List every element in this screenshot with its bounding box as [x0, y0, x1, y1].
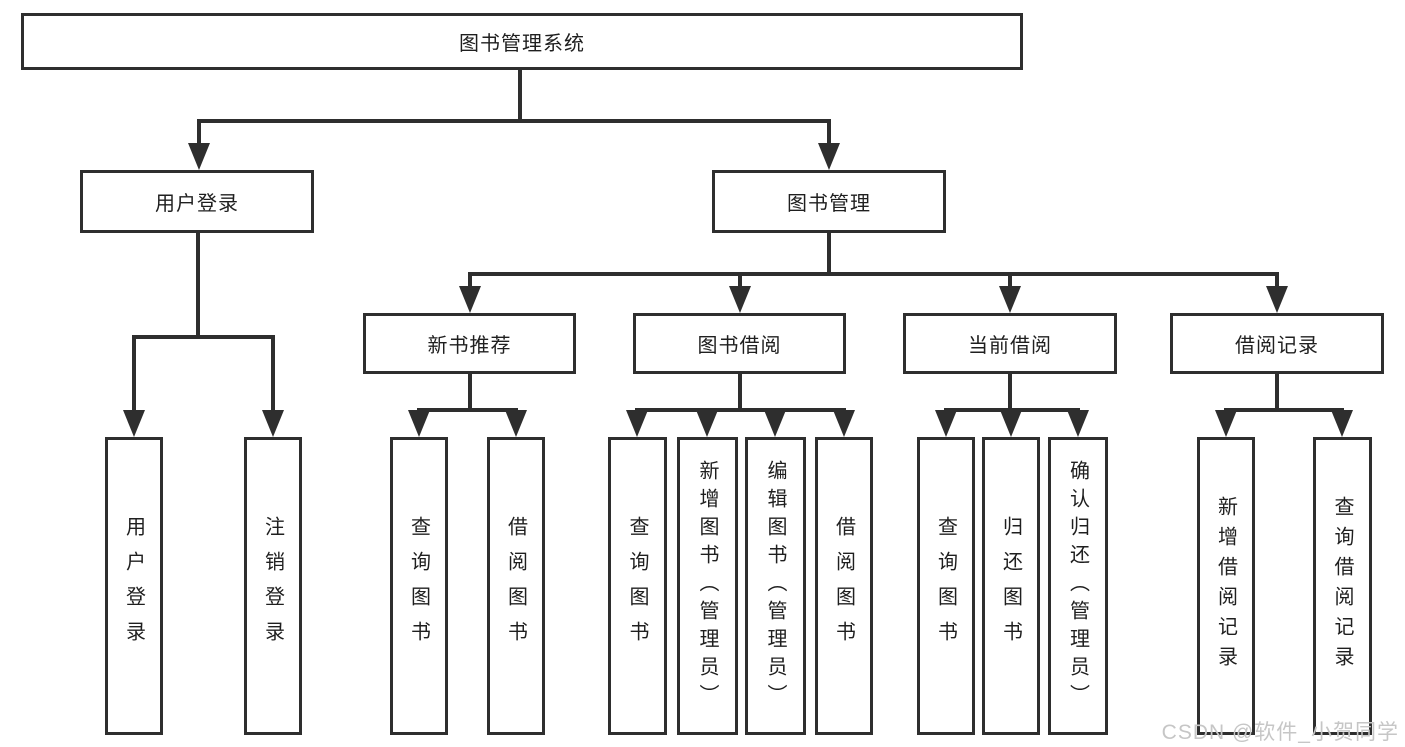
leaf-node-label: 新增借阅记录 [1214, 496, 1237, 676]
arrow-down-icon [262, 410, 284, 437]
level2-node-book-management: 图书管理 [712, 170, 946, 233]
leaf-node-query-borrow-record: 查询借阅记录 [1313, 437, 1372, 735]
leaf-node-confirm-return-admin: 确认归还（管理员） [1048, 437, 1108, 735]
connector-current-borrow-down [1008, 372, 1012, 412]
arrow-down-icon [1000, 410, 1022, 437]
arrow-down-icon [935, 410, 957, 437]
level3-node-label: 当前借阅 [968, 335, 1052, 357]
leaf-node-label: 查询图书 [626, 516, 648, 656]
connector-drop-login-leaf [132, 335, 136, 415]
leaf-node-query-books: 查询图书 [608, 437, 667, 735]
connector-level2-bus [197, 119, 831, 123]
leaf-node-label: 用户登录 [122, 516, 145, 656]
connector-drop-book-management [827, 119, 831, 151]
arrow-down-icon [818, 143, 840, 170]
leaf-node-user-login: 用户登录 [105, 437, 163, 735]
arrow-down-icon [459, 286, 481, 313]
leaf-node-query-books: 查询图书 [917, 437, 975, 735]
connector-drop-borrow-records [1275, 272, 1279, 290]
connector-user-login-down [196, 231, 200, 337]
arrow-down-icon [1215, 410, 1237, 437]
level3-node-new-book-recommend: 新书推荐 [363, 313, 576, 374]
leaf-node-label: 借阅图书 [832, 516, 855, 656]
leaf-node-label: 归还图书 [999, 516, 1022, 656]
level2-node-user-login: 用户登录 [80, 170, 314, 233]
level3-node-label: 图书借阅 [697, 335, 782, 357]
root-node-label: 图书管理系统 [459, 33, 585, 55]
arrow-down-icon [188, 143, 210, 170]
arrow-down-icon [1331, 410, 1353, 437]
connector-level3-bus [468, 272, 1279, 276]
arrow-down-icon [999, 286, 1021, 313]
root-node-library-management-system: 图书管理系统 [21, 13, 1023, 70]
leaf-node-logout: 注销登录 [244, 437, 302, 735]
connector-drop-user-login [197, 119, 201, 151]
connector-book-borrow-down [738, 372, 742, 412]
arrow-down-icon [1266, 286, 1288, 313]
connector-new-book-down [468, 372, 472, 412]
leaf-node-return-books: 归还图书 [982, 437, 1040, 735]
leaf-node-add-books-admin: 新增图书（管理员） [677, 437, 738, 735]
level3-node-current-borrow: 当前借阅 [903, 313, 1117, 374]
arrow-down-icon [729, 286, 751, 313]
leaf-node-edit-books-admin: 编辑图书（管理员） [745, 437, 806, 735]
level3-node-label: 新书推荐 [427, 335, 512, 357]
arrow-down-icon [408, 410, 430, 437]
leaf-node-label: 确认归还（管理员） [1066, 460, 1089, 712]
leaf-node-label: 注销登录 [261, 516, 284, 656]
leaf-node-add-borrow-record: 新增借阅记录 [1197, 437, 1255, 735]
level3-node-book-borrow: 图书借阅 [633, 313, 846, 374]
arrow-down-icon [696, 410, 718, 437]
arrow-down-icon [505, 410, 527, 437]
arrow-down-icon [626, 410, 648, 437]
connector-root-down [518, 68, 522, 123]
csdn-watermark: CSDN @软件_小贺同学 [1161, 721, 1399, 744]
arrow-down-icon [764, 410, 786, 437]
connector-drop-current-borrow [1008, 272, 1012, 290]
level3-node-label: 借阅记录 [1235, 335, 1319, 357]
leaf-node-label: 新增图书（管理员） [696, 460, 718, 712]
connector-borrow-records-down [1275, 372, 1279, 412]
leaf-node-label: 借阅图书 [504, 516, 527, 656]
connector-new-book-bus [417, 408, 518, 412]
connector-drop-new-book [468, 272, 472, 290]
leaf-node-borrow-books: 借阅图书 [487, 437, 545, 735]
connector-borrow-records-bus [1224, 408, 1344, 412]
leaf-node-query-books: 查询图书 [390, 437, 448, 735]
arrow-down-icon [123, 410, 145, 437]
connector-book-management-down [827, 231, 831, 274]
leaf-node-label: 查询借阅记录 [1331, 496, 1353, 676]
leaf-node-label: 查询图书 [934, 516, 957, 656]
arrow-down-icon [833, 410, 855, 437]
leaf-node-label: 编辑图书（管理员） [764, 460, 786, 712]
leaf-node-borrow-books: 借阅图书 [815, 437, 873, 735]
connector-user-login-bus [132, 335, 275, 339]
connector-drop-logout-leaf [271, 335, 275, 415]
connector-book-borrow-bus [635, 408, 846, 412]
leaf-node-label: 查询图书 [407, 516, 430, 656]
connector-drop-book-borrow [738, 272, 742, 290]
level2-node-label: 图书管理 [787, 193, 871, 215]
arrow-down-icon [1067, 410, 1089, 437]
level2-node-label: 用户登录 [155, 193, 239, 215]
level3-node-borrow-records: 借阅记录 [1170, 313, 1384, 374]
